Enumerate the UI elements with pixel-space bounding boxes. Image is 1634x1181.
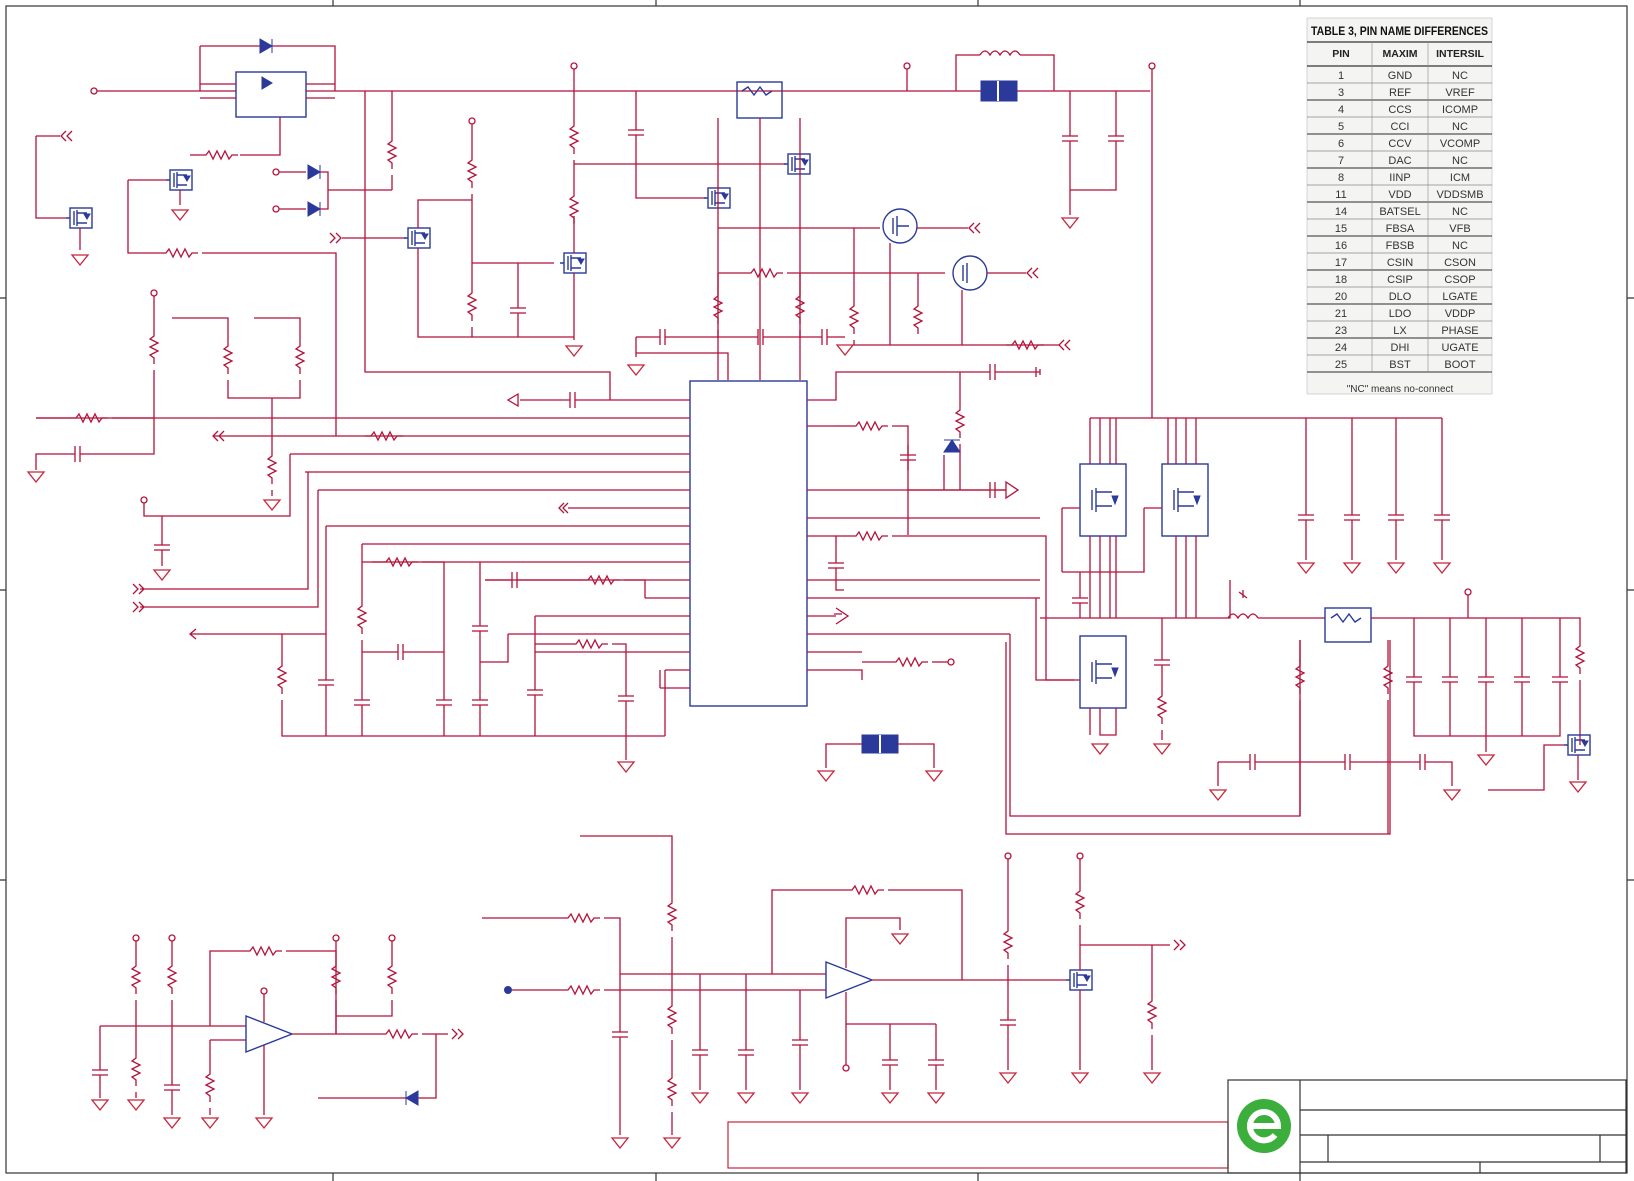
- table-cell: 18: [1335, 274, 1347, 286]
- mosfet-icon: [882, 208, 918, 244]
- table-cell: 6: [1338, 138, 1344, 150]
- table-cell: 7: [1338, 155, 1344, 167]
- table-cell: 20: [1335, 291, 1347, 303]
- table-cell: BOOT: [1444, 359, 1475, 371]
- table-cell: VFB: [1449, 223, 1470, 235]
- table-cell: 5: [1338, 121, 1344, 133]
- table-cell: CCV: [1388, 138, 1412, 150]
- table-note: "NC" means no-connect: [1347, 384, 1454, 395]
- table-cell: FBSA: [1386, 223, 1415, 235]
- table-cell: GND: [1388, 70, 1413, 82]
- diode-icon: [307, 164, 321, 217]
- table-cell: 8: [1338, 172, 1344, 184]
- bottom-amplifier-section: [91, 835, 1186, 1149]
- table-title: TABLE 3, PIN NAME DIFFERENCES: [1311, 26, 1488, 38]
- table-cell: PHASE: [1441, 325, 1478, 337]
- power-stage: [817, 417, 1591, 835]
- high-side-mosfet-icon: [1161, 463, 1209, 537]
- table-cell: LX: [1393, 325, 1407, 337]
- mosfet-icon: [952, 255, 988, 291]
- table-cell: VDDSMB: [1436, 189, 1483, 201]
- table-cell: 21: [1335, 308, 1347, 320]
- table-cell: 17: [1335, 257, 1347, 269]
- charger-controller-ic: [36, 363, 1074, 707]
- left-compensation-network: [27, 289, 666, 773]
- table-cell: 14: [1335, 206, 1347, 218]
- pin-name-differences-table: TABLE 3, PIN NAME DIFFERENCES PIN MAXIM IN…: [1306, 17, 1493, 395]
- table-cell: ICM: [1450, 172, 1470, 184]
- table-cell: CCS: [1388, 104, 1411, 116]
- table-cell: BST: [1389, 359, 1411, 371]
- table-cell: DHI: [1391, 342, 1410, 354]
- table-cell: REF: [1389, 87, 1411, 99]
- table-cell: CCI: [1391, 121, 1410, 133]
- table-cell: 11: [1335, 189, 1346, 201]
- table-cell: 4: [1338, 104, 1344, 116]
- diode-icon: [405, 1090, 419, 1106]
- table-header-cell: PIN: [1332, 48, 1350, 60]
- table-cell: NC: [1452, 206, 1468, 218]
- dual-mosfet-icon: [235, 71, 307, 118]
- current-sense-resistor-icon: [1324, 607, 1372, 643]
- controller-ic-body: [689, 380, 808, 707]
- input-protection-section: [35, 38, 1156, 436]
- table-cell: 3: [1338, 87, 1344, 99]
- diode-icon: [259, 38, 273, 54]
- table-cell: IINP: [1389, 172, 1410, 184]
- title-block: [727, 1079, 1627, 1174]
- table-cell: 1: [1338, 70, 1344, 82]
- table-cell: CSIN: [1387, 257, 1413, 269]
- table-header-cell: MAXIM: [1383, 48, 1418, 60]
- table-cell: 25: [1335, 359, 1347, 371]
- table-cell: CSOP: [1444, 274, 1475, 286]
- high-side-mosfet-icon: [1079, 463, 1127, 537]
- table-cell: LGATE: [1442, 291, 1477, 303]
- op-amp-icon: [245, 1014, 294, 1054]
- table-cell: CSIP: [1387, 274, 1413, 286]
- table-cell: LDO: [1389, 308, 1412, 320]
- table-cell: VDDP: [1445, 308, 1476, 320]
- table-cell: NC: [1452, 155, 1468, 167]
- table-cell: UGATE: [1441, 342, 1478, 354]
- table-body: PIN MAXIM INTERSIL 1 GND NC 3 REF VREF 4 CCS ICOMP 5…: [1307, 42, 1492, 373]
- table-cell: ICOMP: [1442, 104, 1478, 116]
- op-amp-icon: [825, 960, 874, 1000]
- table-cell: VDD: [1388, 189, 1411, 201]
- table-header-cell: INTERSIL: [1436, 48, 1484, 60]
- table-cell: NC: [1452, 121, 1468, 133]
- table-cell: 16: [1335, 240, 1347, 252]
- table-cell: VREF: [1445, 87, 1475, 99]
- table-cell: BATSEL: [1379, 206, 1420, 218]
- table-cell: NC: [1452, 240, 1468, 252]
- table-cell: DLO: [1389, 291, 1412, 303]
- zener-diode-icon: [943, 439, 961, 453]
- table-cell: NC: [1452, 70, 1468, 82]
- table-cell: 23: [1335, 325, 1347, 337]
- low-side-mosfet-icon: [1079, 635, 1127, 709]
- table-cell: DAC: [1388, 155, 1411, 167]
- table-cell: 15: [1335, 223, 1347, 235]
- table-cell: VCOMP: [1440, 138, 1480, 150]
- table-cell: FBSB: [1386, 240, 1415, 252]
- table-cell: 24: [1335, 342, 1347, 354]
- table-cell: CSON: [1444, 257, 1476, 269]
